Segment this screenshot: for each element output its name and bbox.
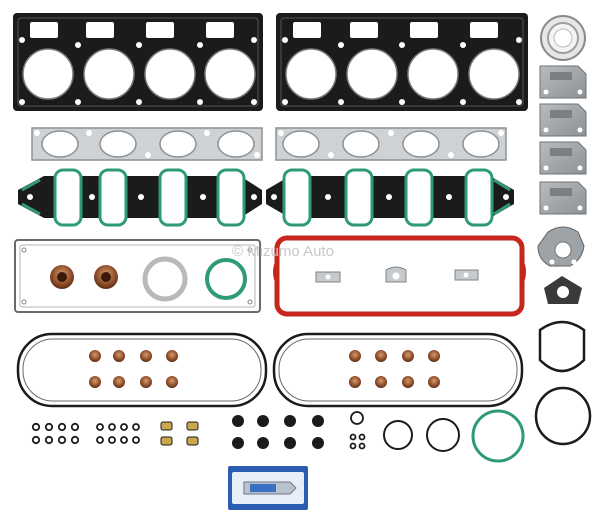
sensor-orings <box>349 411 366 450</box>
valve-stem-seals-left <box>89 350 178 388</box>
water-pump-gasket <box>537 226 585 267</box>
exhaust-manifold-gasket-left <box>31 127 263 161</box>
valve-cover-gasket-left <box>16 332 268 408</box>
rocker-grommets <box>232 415 324 449</box>
small-orings-group-1 <box>31 422 80 445</box>
intake-manifold-gasket-right <box>266 168 514 227</box>
head-gasket-right <box>276 13 528 111</box>
fuel-injector-orings <box>160 421 199 446</box>
oil-pickup-oring <box>534 386 592 446</box>
valve-cover-gasket-right <box>272 332 524 408</box>
water-pump-oring-green <box>471 409 525 463</box>
valley-cover-gasket <box>273 235 526 317</box>
timing-cover-gasket <box>14 239 261 313</box>
valve-stem-seals-right <box>349 350 440 388</box>
egr-plate-gaskets <box>539 65 587 215</box>
throttle-body-orings <box>383 418 460 452</box>
thermostat-gasket <box>544 276 582 304</box>
rear-main-seal <box>540 15 586 61</box>
head-gasket-left <box>13 13 263 111</box>
oil-pump-gasket <box>538 320 586 373</box>
small-orings-group-2 <box>96 423 140 444</box>
intake-manifold-gasket-left <box>18 168 262 227</box>
sealant-tube <box>228 466 308 510</box>
watermark-text: © Mizumo Auto <box>232 243 334 260</box>
exhaust-manifold-gasket-right <box>275 127 507 161</box>
